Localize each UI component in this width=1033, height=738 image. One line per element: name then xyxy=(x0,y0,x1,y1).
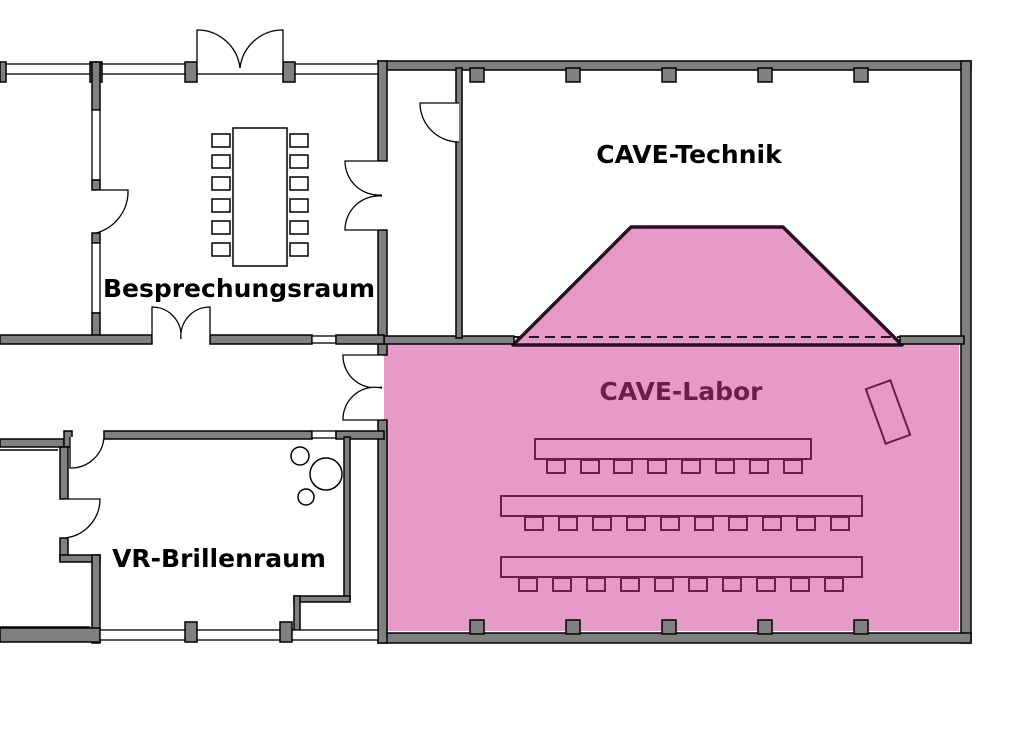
door-swing-icon xyxy=(344,195,383,231)
door-swing-icon xyxy=(95,189,129,234)
cave-outer-walls xyxy=(377,60,972,644)
room-label-cave-labor: CAVE-Labor xyxy=(599,377,763,406)
lectern xyxy=(864,379,912,445)
doors xyxy=(63,29,460,539)
room-label-cave-technik: CAVE-Technik xyxy=(596,140,783,169)
door-swing-icon xyxy=(69,436,105,469)
door-swing-icon xyxy=(419,102,460,143)
door-swing-icon xyxy=(151,306,182,340)
door-swing-icon xyxy=(342,354,383,389)
vr-room-circles xyxy=(290,446,343,506)
door-swing-icon xyxy=(63,498,101,539)
door-swing-icon xyxy=(342,386,383,421)
door-swing-icon xyxy=(196,29,241,69)
cave-labor-area xyxy=(384,342,959,631)
door-swing-icon xyxy=(239,29,284,69)
meeting-table-with-chairs xyxy=(211,127,309,267)
cave-labor-desks xyxy=(500,379,912,592)
cave-projection-area xyxy=(511,225,904,347)
door-swing-icon xyxy=(180,306,211,340)
room-label-vr-brillenraum: VR-Brillenraum xyxy=(112,544,326,573)
left-wing-walls xyxy=(0,61,385,644)
door-swing-icon xyxy=(344,160,383,196)
room-label-besprechungsraum: Besprechungsraum xyxy=(103,274,375,303)
